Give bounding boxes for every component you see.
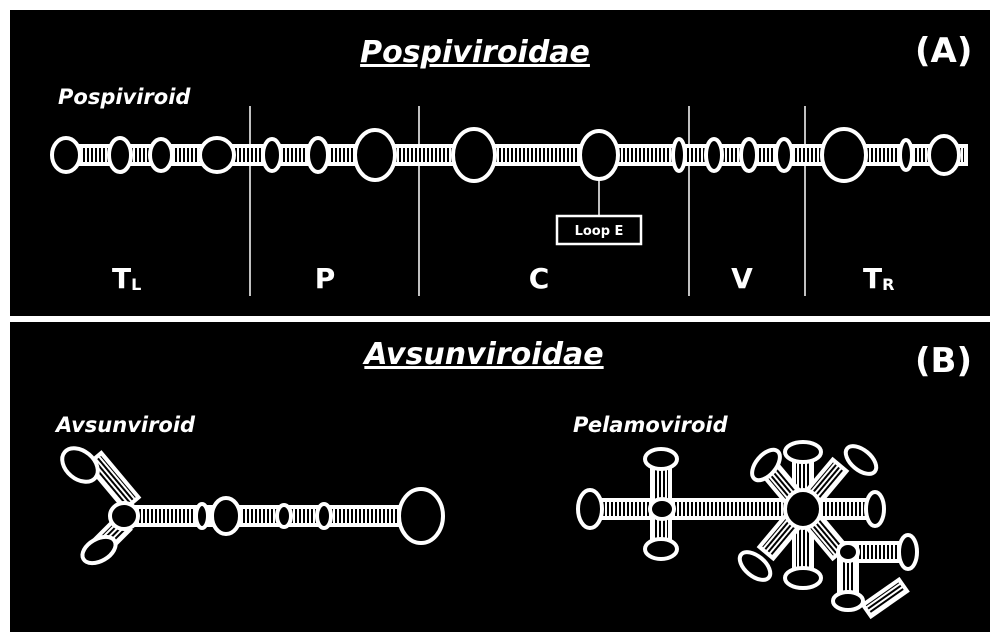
pelamoviroid-structure [576,440,919,620]
avsunviroid-structure [60,446,445,566]
loop-e-label: Loop E [575,224,624,239]
panel-b-label: (B) [915,341,972,381]
domain-label-tr: TR [863,262,894,295]
loop-e-box [555,214,643,246]
pospiviroid-rod-structure [50,127,968,183]
panel-b-family-title: Avsunviroidae [362,337,603,372]
domain-separators [249,106,806,296]
domain-label-v: V [731,262,753,295]
avsunviroid-genus-label: Avsunviroid [54,413,196,437]
pospiviroid-genus-label: Pospiviroid [58,85,191,109]
domain-label-p: P [315,262,336,295]
pelamoviroid-genus-label: Pelamoviroid [573,413,729,437]
domain-label-c: C [529,262,550,295]
domain-label-tl: TL [112,262,141,295]
panel-a-label: (A) [915,31,972,71]
panel-a-family-title: Pospiviroidae [360,35,590,70]
